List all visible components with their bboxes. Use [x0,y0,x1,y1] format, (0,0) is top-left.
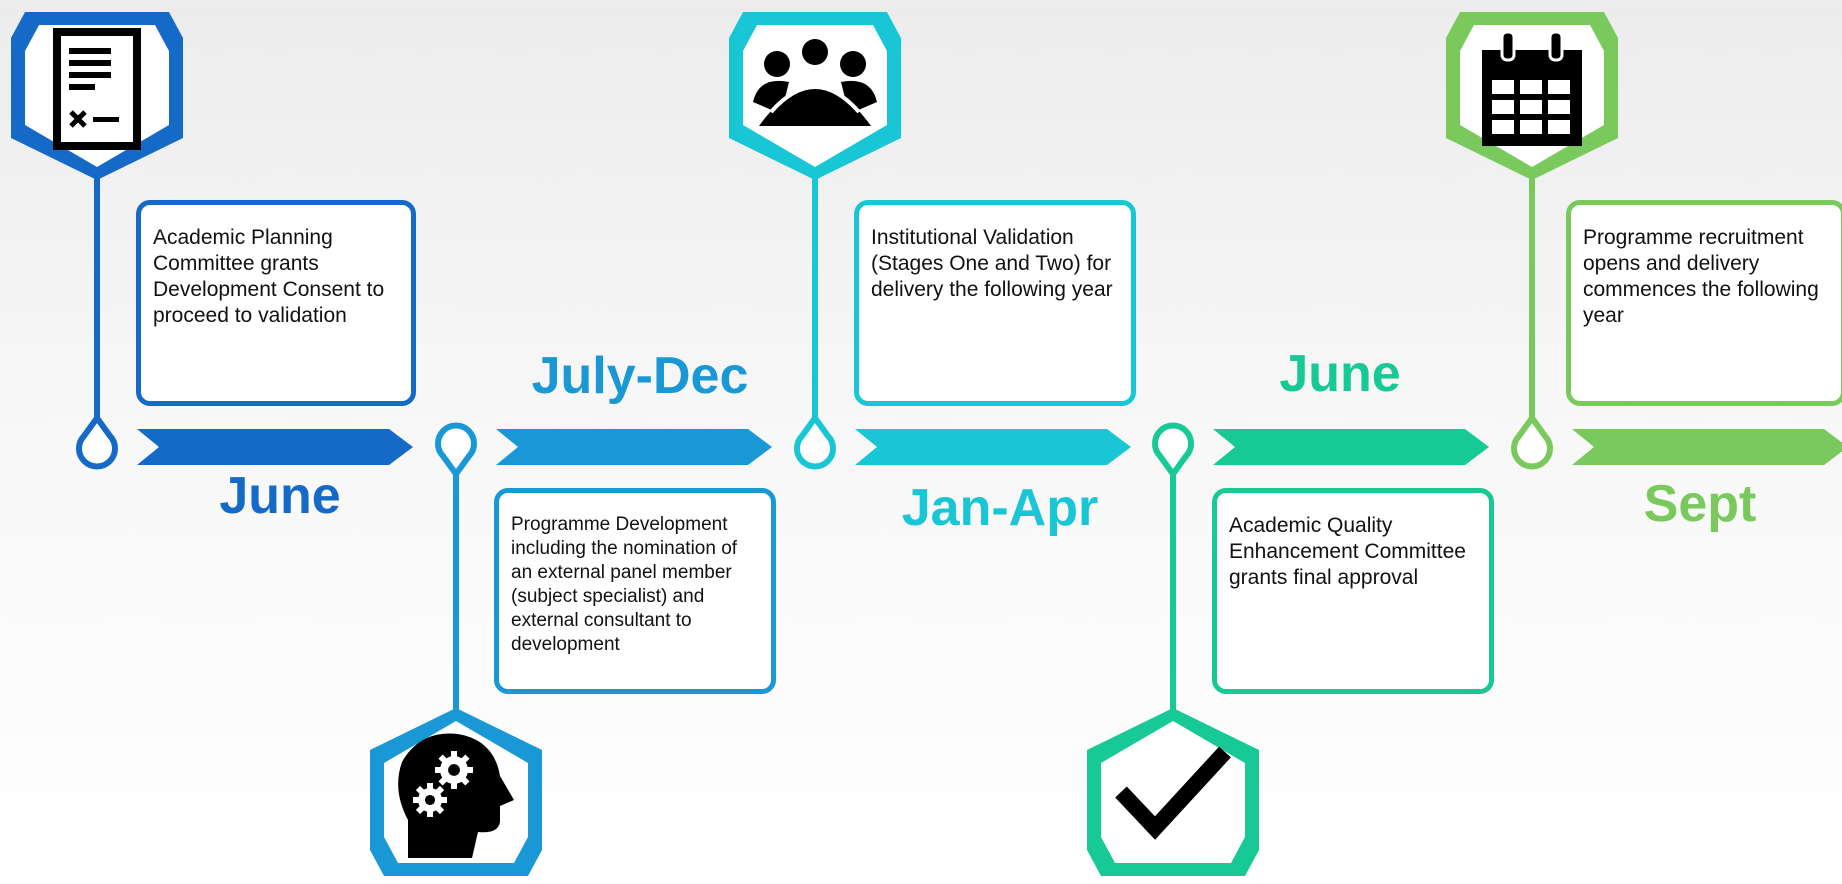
stage-1-period: June [219,467,341,525]
stage-5-description: Programme recruitment opens and delivery… [1566,200,1842,406]
stage-4-period: June [1279,345,1401,403]
stage-2-description: Programme Development including the nomi… [494,488,776,694]
stage-4-description: Academic Quality Enhancement Committee g… [1212,488,1494,694]
stage-5-period: Sept [1643,475,1757,533]
checkmark-icon [1115,746,1231,840]
calendar-icon [1482,30,1582,146]
stage-1-badge [11,12,183,180]
stage-4-badge [1087,708,1259,876]
document-icon [53,28,141,150]
stage-3-period: Jan-Apr [901,479,1099,537]
stage-5-node [1511,415,1553,470]
stage-1-arrow [137,429,413,465]
stage-1-node [76,415,118,470]
stage-4-node [1152,422,1194,477]
stage-4-arrow [1213,429,1489,465]
meeting-icon [753,39,877,126]
stage-3-node [794,415,836,470]
stage-5-badge [1446,12,1618,180]
stage-3-badge [729,12,901,180]
head-gears-icon [398,733,514,858]
stage-2-arrow [496,429,772,465]
stage-1-description: Academic Planning Committee grants Devel… [136,200,416,406]
stage-3-description: Institutional Validation (Stages One and… [854,200,1136,406]
stage-3-arrow [855,429,1131,465]
stage-2-node [435,422,477,477]
stage-5-arrow [1572,429,1842,465]
stage-2-badge [370,708,542,876]
stage-2-period: July-Dec [531,347,749,405]
